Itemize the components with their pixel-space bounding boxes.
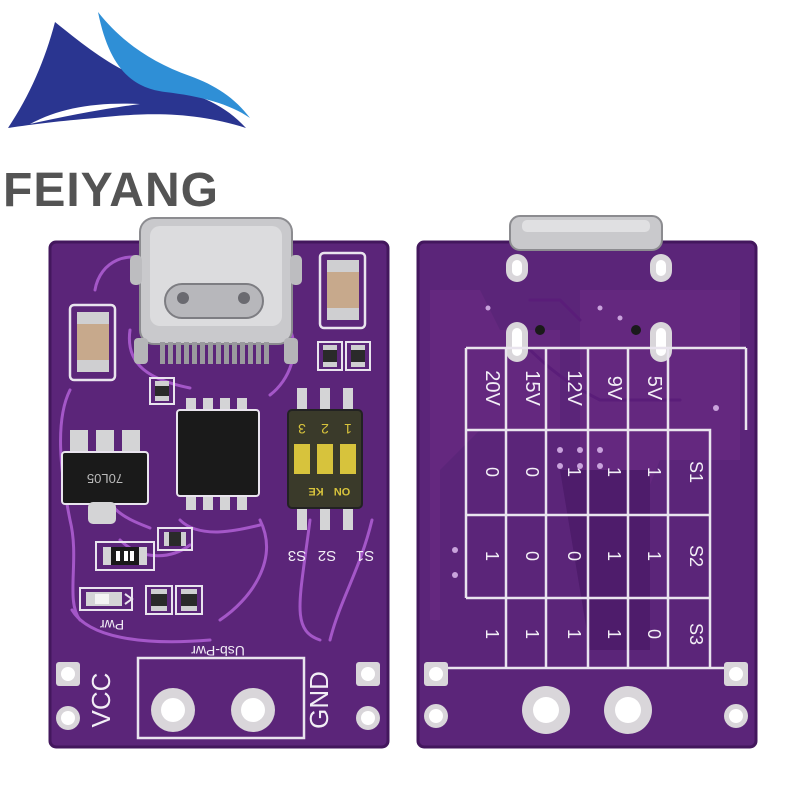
front-traces (59, 255, 374, 644)
dip-on-label: ON (334, 485, 351, 497)
table-cell: 1 (564, 629, 584, 639)
row-label-s3: S3 (686, 623, 706, 645)
table-cell: 1 (604, 467, 624, 477)
dip-number-3: 3 (298, 421, 306, 437)
header-15v: 15V (521, 370, 543, 406)
table-cell: 1 (564, 467, 584, 477)
table-cell: 0 (522, 551, 542, 561)
table-cell: 1 (482, 629, 502, 639)
brand-name: FEIYANG (3, 164, 219, 217)
table-cell: 1 (604, 629, 624, 639)
feiyang-logo: FEIYANG (3, 12, 250, 217)
logo-white-streak (30, 103, 140, 124)
usb-pwr-label: Usb-Pwr (191, 643, 245, 659)
capacitor-right (318, 251, 367, 330)
header-20v: 20V (481, 370, 503, 406)
resistor (95, 541, 155, 571)
row-label-s1: S1 (686, 461, 706, 483)
usb-c-connector (130, 217, 302, 364)
vias (452, 305, 719, 578)
voltage-table-grid (446, 346, 748, 670)
header-12v: 12V (563, 370, 585, 406)
table-cell: 1 (482, 551, 502, 561)
table-cell: 0 (522, 467, 542, 477)
ldo-marking: 70L05 (87, 471, 123, 486)
power-led (79, 587, 134, 611)
table-cell: 0 (644, 629, 664, 639)
dip-ke-label: KE (308, 485, 323, 497)
pwr-label: Pwr (100, 617, 124, 633)
vcc-label: VCC (86, 673, 116, 728)
table-cell: 1 (522, 629, 542, 639)
logo-light-swoosh (98, 12, 250, 118)
gnd-label: GND (304, 671, 334, 729)
header-9v: 9V (603, 376, 625, 401)
dip-switch: 1 2 3 ON KE (287, 388, 363, 530)
usb-pins (160, 342, 269, 364)
front-terminal-area (56, 656, 380, 740)
row-label-s2: S2 (686, 545, 706, 567)
ldo-regulator: 70L05 (61, 430, 149, 524)
table-cell: 1 (644, 551, 664, 561)
capacitor-left (68, 303, 117, 382)
switch-label-s2: S2 (318, 547, 336, 564)
front-board: 70L05 1 2 3 ON KE S1 S2 S3 (48, 217, 390, 749)
dip-number-1: 1 (344, 421, 352, 437)
table-cell: 1 (644, 467, 664, 477)
back-board: 5V 9V 12V 15V 20V S1 S2 S3 1 1 1 0 0 1 1… (416, 215, 758, 749)
back-terminal-area (424, 662, 748, 734)
dip-number-2: 2 (321, 421, 329, 437)
table-cell: 0 (564, 551, 584, 561)
header-5v: 5V (643, 376, 665, 401)
switch-label-s1: S1 (356, 547, 374, 564)
smd-components (145, 341, 371, 615)
pd-controller-chip (176, 398, 260, 510)
table-cell: 1 (604, 551, 624, 561)
back-usb-shell (509, 215, 663, 251)
switch-label-s3: S3 (288, 547, 306, 564)
table-cell: 0 (482, 467, 502, 477)
